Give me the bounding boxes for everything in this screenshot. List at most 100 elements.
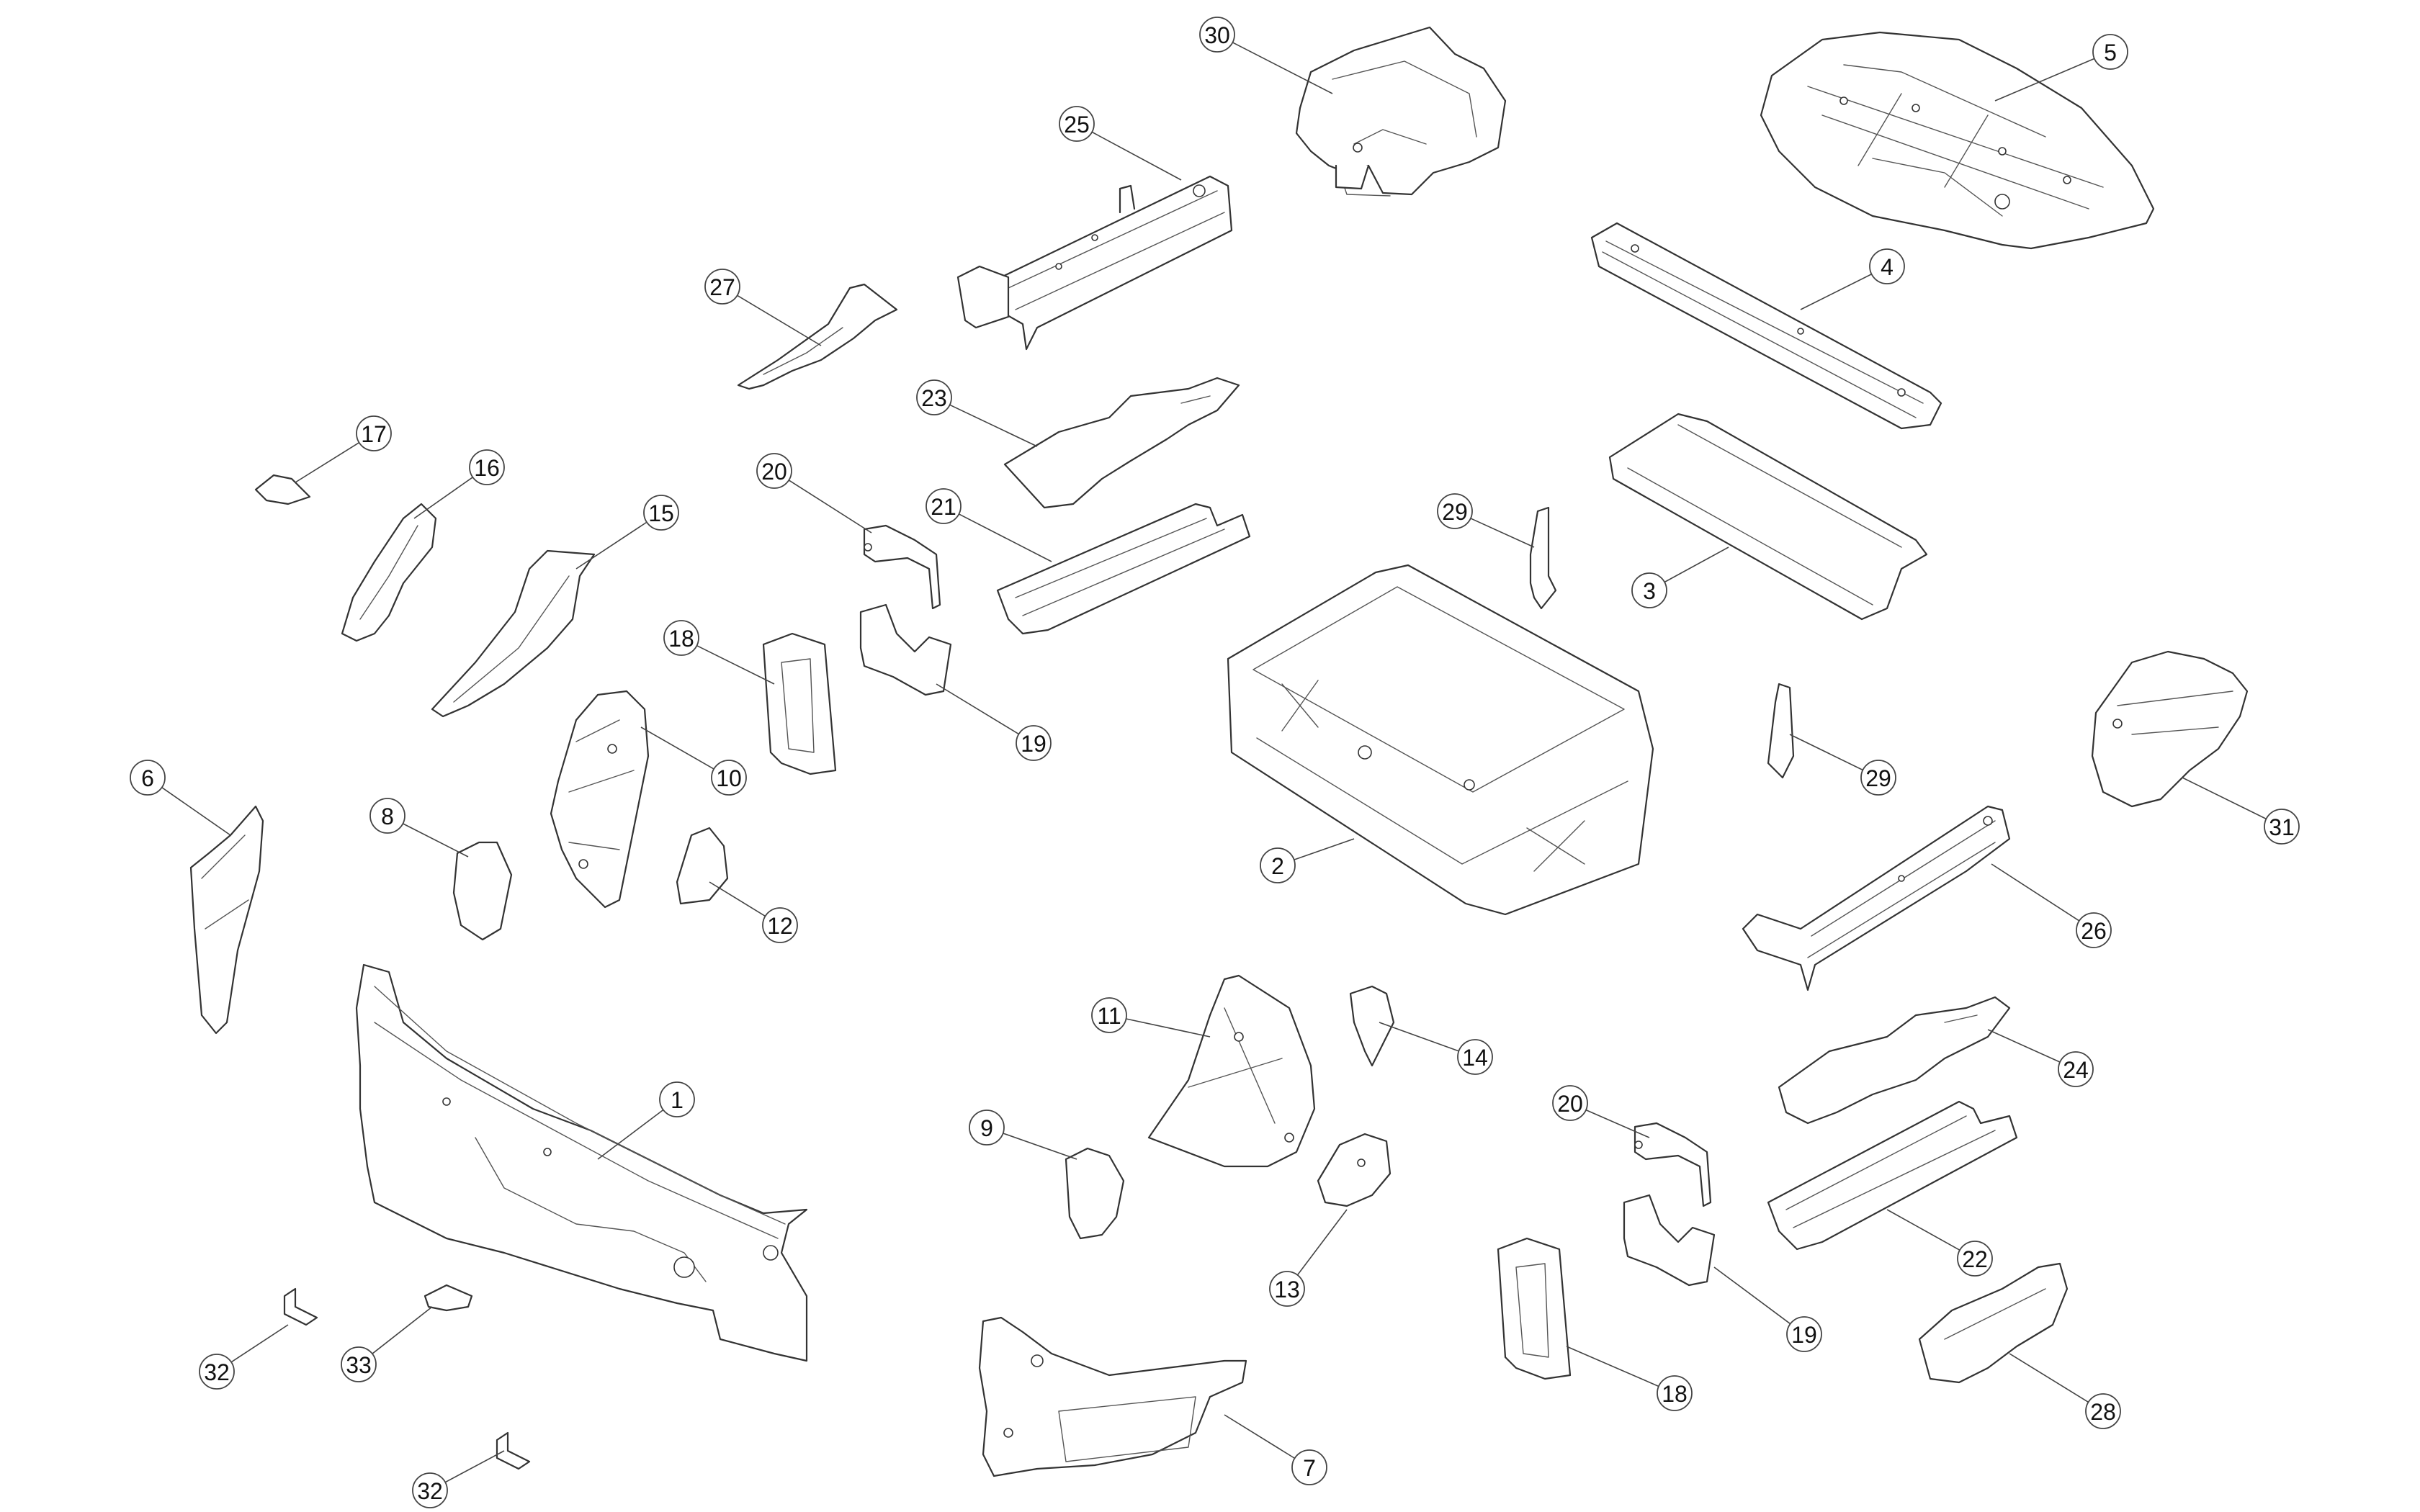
part-22-channel xyxy=(1767,1100,2018,1251)
part-1-rear-panel xyxy=(355,963,808,1362)
leader-line xyxy=(696,644,775,685)
callout-circle xyxy=(356,415,392,451)
part-19-bracket-upper xyxy=(859,603,952,696)
callout-number: 17 xyxy=(361,421,387,447)
callout-number: 13 xyxy=(1274,1277,1300,1302)
callout-number: 31 xyxy=(2269,814,2295,840)
callout-c15: 15 xyxy=(575,495,679,570)
leader-line xyxy=(403,823,469,858)
callout-circle xyxy=(1957,1241,1993,1277)
callout-circle xyxy=(2058,1051,2094,1087)
callout-c24: 24 xyxy=(1987,1029,2094,1087)
callout-c11: 11 xyxy=(1091,997,1211,1038)
callout-number: 12 xyxy=(767,913,793,939)
callout-circle xyxy=(369,798,405,834)
leader-line xyxy=(1987,1029,2061,1063)
leader-line xyxy=(737,294,822,346)
callout-c1: 1 xyxy=(597,1081,695,1160)
callout-c12: 12 xyxy=(709,881,798,943)
callout-c9: 9 xyxy=(969,1110,1077,1160)
callout-circle xyxy=(1457,1039,1493,1075)
callout-c4: 4 xyxy=(1800,248,1905,310)
callout-c20a: 20 xyxy=(756,453,872,534)
leader-line xyxy=(936,683,1019,735)
part-9-bracket xyxy=(1065,1147,1125,1240)
callout-number: 18 xyxy=(668,626,694,652)
callout-number: 26 xyxy=(2081,918,2107,944)
callout-c32a: 32 xyxy=(199,1324,289,1390)
callout-number: 24 xyxy=(2063,1057,2089,1083)
callout-number: 16 xyxy=(474,455,500,481)
leader-line xyxy=(1224,1414,1296,1459)
callout-number: 7 xyxy=(1303,1455,1316,1481)
callout-number: 19 xyxy=(1791,1322,1817,1348)
leader-line xyxy=(1091,131,1182,181)
part-3-channel xyxy=(1608,413,1928,621)
callout-circle xyxy=(969,1110,1005,1146)
leader-line xyxy=(575,521,647,570)
callout-circle xyxy=(659,1081,695,1117)
leader-line xyxy=(949,404,1038,447)
part-24-plate xyxy=(1778,996,2011,1125)
callout-number: 2 xyxy=(1271,853,1284,879)
callout-circle xyxy=(412,1472,448,1508)
part-15-bracket xyxy=(431,549,596,718)
callout-c16: 16 xyxy=(413,449,505,519)
part-28-bracket xyxy=(1918,1262,2069,1384)
part-2-well xyxy=(1227,564,1654,916)
part-8-bracket xyxy=(452,841,513,941)
callout-number: 10 xyxy=(716,765,742,791)
callout-c10: 10 xyxy=(640,726,747,796)
callout-circle xyxy=(1657,1375,1693,1411)
leader-line xyxy=(788,480,872,534)
callout-c22: 22 xyxy=(1886,1209,1993,1277)
callout-c20b: 20 xyxy=(1552,1085,1650,1138)
callout-circle xyxy=(469,449,505,485)
part-21-channel xyxy=(996,503,1251,635)
callout-number: 8 xyxy=(381,804,394,829)
callout-number: 9 xyxy=(980,1115,993,1141)
callout-c21: 21 xyxy=(926,488,1052,562)
part-20-bracket-upper xyxy=(863,524,941,610)
leader-line xyxy=(161,787,231,836)
callout-number: 3 xyxy=(1643,578,1656,604)
callout-number: 19 xyxy=(1021,731,1047,757)
callout-number: 28 xyxy=(2090,1399,2116,1425)
callout-c8: 8 xyxy=(369,798,469,858)
part-23-plate xyxy=(1003,377,1240,509)
part-30-bracket xyxy=(1295,26,1507,197)
callout-circle xyxy=(2085,1393,2121,1429)
callout-c6: 6 xyxy=(130,760,231,836)
part-29-bracket-lower xyxy=(1767,683,1795,779)
callout-circle xyxy=(663,620,699,656)
callout-circle xyxy=(1091,997,1127,1033)
callout-number: 18 xyxy=(1662,1381,1688,1407)
callout-c29b: 29 xyxy=(1789,734,1896,796)
callout-number: 30 xyxy=(1204,22,1230,48)
leader-line xyxy=(1585,1109,1650,1138)
callout-circle xyxy=(1869,248,1905,284)
callout-circle xyxy=(2264,809,2300,845)
callout-c7: 7 xyxy=(1224,1414,1327,1485)
callout-number: 20 xyxy=(761,459,787,485)
part-33-clip xyxy=(424,1284,473,1312)
callout-circle xyxy=(916,379,952,415)
callout-circle xyxy=(762,907,798,943)
callout-c19b: 19 xyxy=(1713,1266,1822,1352)
leader-line xyxy=(1003,1133,1077,1160)
callout-number: 15 xyxy=(648,500,674,526)
leader-line xyxy=(1294,838,1355,860)
callout-circle xyxy=(711,760,747,796)
callout-c27: 27 xyxy=(704,269,822,346)
callout-circle xyxy=(1269,1271,1305,1307)
leader-line xyxy=(295,442,360,483)
leader-line xyxy=(1566,1346,1659,1387)
part-32-clip-lower xyxy=(496,1431,531,1470)
leader-line xyxy=(1126,1018,1211,1038)
part-13-bracket xyxy=(1317,1133,1392,1207)
callout-c25: 25 xyxy=(1059,106,1182,181)
callout-circle xyxy=(1860,760,1896,796)
part-32-clip-upper xyxy=(283,1287,318,1326)
callout-circle xyxy=(1016,725,1052,761)
